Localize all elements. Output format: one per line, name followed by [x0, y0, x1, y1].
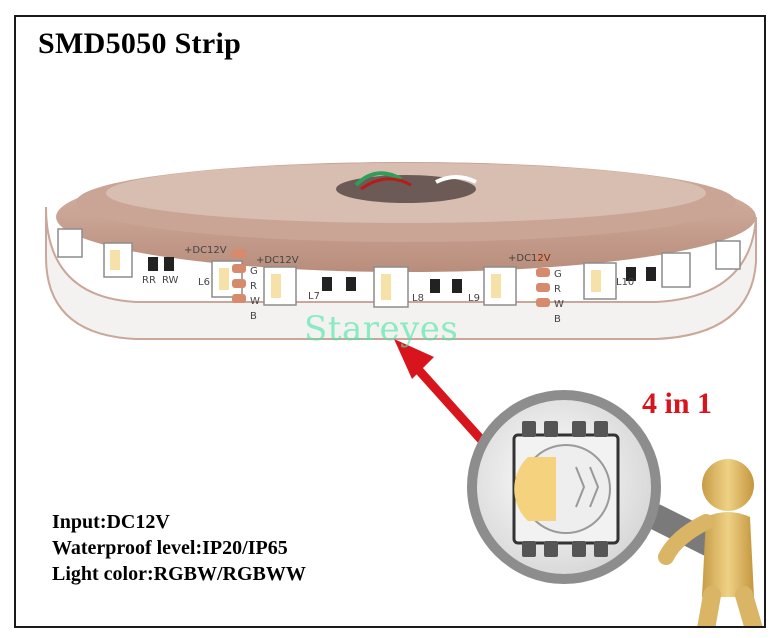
watermark-text: Stareyes [304, 309, 459, 349]
led-label-l9: L9 [468, 293, 480, 304]
spec-list: Input:DC12V Waterproof level:IP20/IP65 L… [52, 509, 306, 587]
led-label-l8: L8 [412, 293, 424, 304]
image-frame: SMD5050 Strip [14, 15, 766, 628]
strip-voltage-label-right: +DC12V [508, 253, 551, 264]
led-label-l7: L7 [308, 291, 320, 302]
led-label-l10: L10 [616, 277, 634, 288]
pin-label-r: R [250, 281, 257, 292]
spec-light-color: Light color:RGBW/RGBWW [52, 563, 306, 585]
pointer-arrow [394, 339, 491, 450]
strip-reel [56, 162, 756, 272]
page-title: SMD5050 Strip [38, 27, 242, 60]
spec-waterproof: Waterproof level:IP20/IP65 [52, 537, 288, 559]
figure-character [658, 459, 763, 626]
pin-label-r-right: R [554, 284, 561, 295]
strip-voltage-label-mid: +DC12V [256, 255, 299, 266]
strip-illustration: +DC12V +DC12V +DC12V G R W B G R W B L6 … [45, 162, 763, 626]
four-in-one-callout: 4 in 1 [642, 387, 713, 420]
led-strip: +DC12V +DC12V +DC12V G R W B G R W B L6 … [45, 206, 757, 340]
pin-label-g-right: G [554, 269, 562, 280]
resistor-label-rw: RW [162, 275, 179, 286]
pin-label-b: B [250, 311, 257, 322]
pin-label-b-right: B [554, 314, 561, 325]
magnifier [467, 390, 749, 584]
strip-voltage-label-left: +DC12V [184, 245, 227, 256]
pin-label-w-right: W [554, 299, 564, 310]
pin-label-g: G [250, 266, 258, 277]
resistor-label-rr: RR [142, 275, 156, 286]
pin-label-w: W [250, 296, 260, 307]
spec-input: Input:DC12V [52, 511, 170, 533]
led-label-l6: L6 [198, 277, 210, 288]
